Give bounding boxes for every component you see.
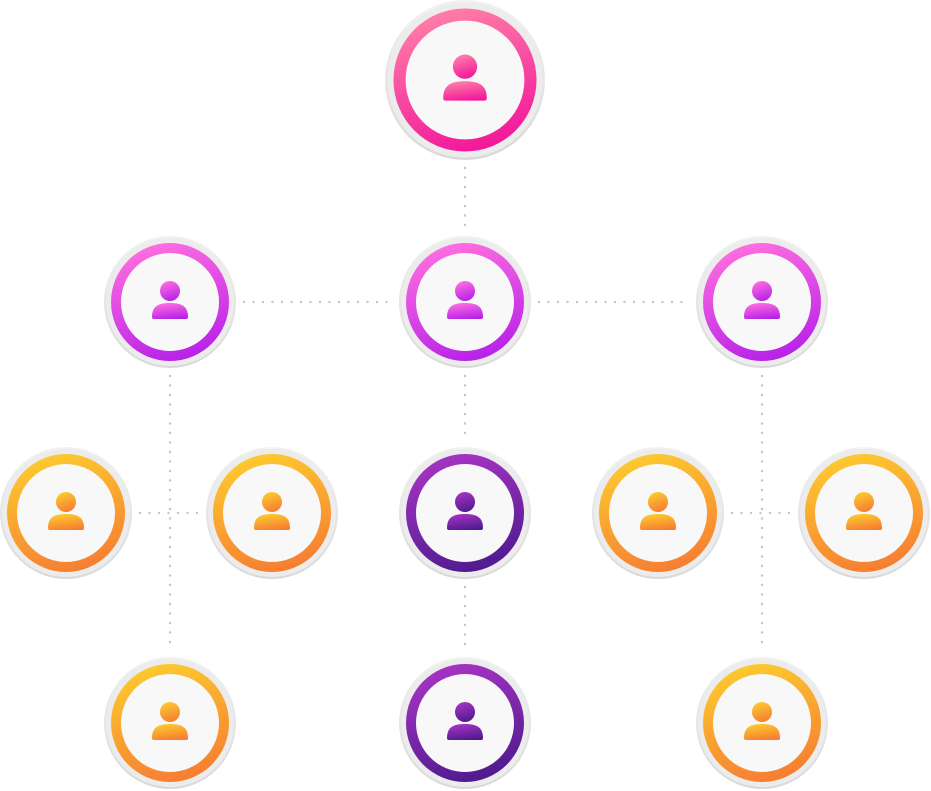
user-icon <box>447 492 483 530</box>
org-node-l4-left[interactable] <box>104 657 236 789</box>
user-icon <box>48 492 84 530</box>
node-face <box>416 464 514 562</box>
user-icon <box>443 54 487 101</box>
org-node-l4-right[interactable] <box>696 657 828 789</box>
node-face <box>121 253 219 351</box>
user-icon <box>744 281 780 319</box>
connectors-layer <box>138 166 792 651</box>
org-node-l3-right-b[interactable] <box>798 447 930 579</box>
node-face <box>815 464 913 562</box>
user-icon <box>447 702 483 740</box>
org-node-l3-left-b[interactable] <box>206 447 338 579</box>
node-face <box>405 20 525 140</box>
node-face <box>223 464 321 562</box>
node-face <box>713 674 811 772</box>
user-icon <box>846 492 882 530</box>
user-icon <box>254 492 290 530</box>
org-node-l3-right-a[interactable] <box>592 447 724 579</box>
user-icon <box>447 281 483 319</box>
node-face <box>17 464 115 562</box>
user-icon <box>152 702 188 740</box>
org-node-l2-center[interactable] <box>399 236 531 368</box>
org-node-l3-center[interactable] <box>399 447 531 579</box>
user-icon <box>152 281 188 319</box>
node-face <box>713 253 811 351</box>
node-face <box>121 674 219 772</box>
org-node-l4-center[interactable] <box>399 657 531 789</box>
node-face <box>609 464 707 562</box>
user-icon <box>744 702 780 740</box>
node-face <box>416 253 514 351</box>
org-node-l2-left[interactable] <box>104 236 236 368</box>
org-node-l2-right[interactable] <box>696 236 828 368</box>
org-node-l3-left-a[interactable] <box>0 447 132 579</box>
node-face <box>416 674 514 772</box>
org-node-root[interactable] <box>385 0 545 160</box>
user-icon <box>640 492 676 530</box>
